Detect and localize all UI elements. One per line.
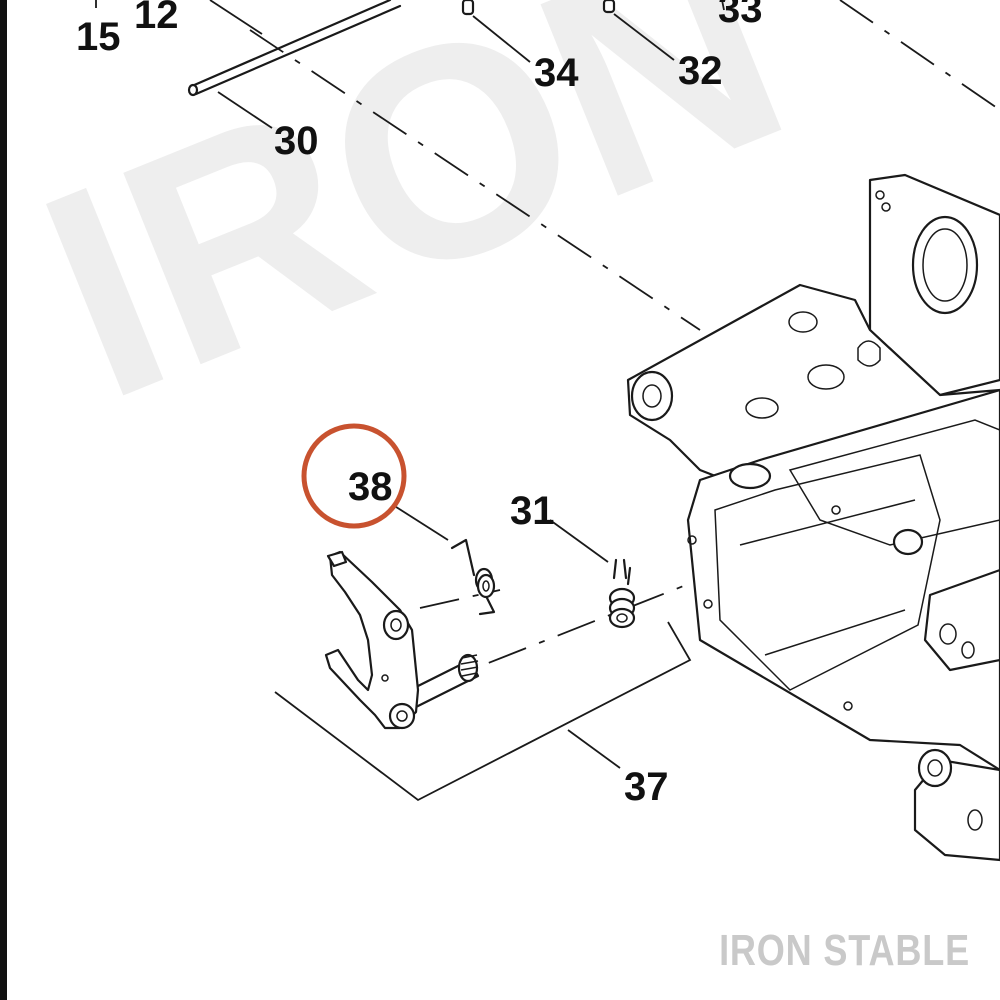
highlight-ring-38 [301,423,407,529]
lever-shaft-part-37 [324,550,480,730]
bracket-37 [274,621,692,802]
callout-32: 32 [678,49,723,93]
spring-part-31 [608,558,636,629]
leader-34 [472,15,531,63]
callout-30: 30 [274,119,319,163]
callout-38: 38 [348,465,393,509]
leader-12 [209,0,263,35]
callout-34: 34 [534,51,579,95]
pin-part-34 [461,0,475,16]
footer-watermark: IRON STABLE [719,926,970,975]
pin-part-32 [602,0,616,14]
leader-32 [613,13,675,61]
spring-part-38 [450,538,496,616]
rod-part-30 [187,0,402,97]
axis-line-top-right [839,0,1000,111]
callout-33: 33 [718,0,763,31]
axis-line-spring-38 [419,589,501,609]
leader-31 [549,519,609,563]
callout-15: 15 [76,15,121,59]
left-edge-bar [0,0,7,1000]
callout-12: 12 [134,0,179,37]
leader-38 [392,504,449,541]
leader-30 [217,91,273,129]
callout-37: 37 [624,765,669,809]
shaft-spline [457,653,479,683]
callout-31: 31 [510,489,555,533]
leader-37 [567,729,621,769]
axis-line-rod [249,29,701,331]
leader-33 [721,0,725,11]
crankcase-housing [626,173,1000,862]
